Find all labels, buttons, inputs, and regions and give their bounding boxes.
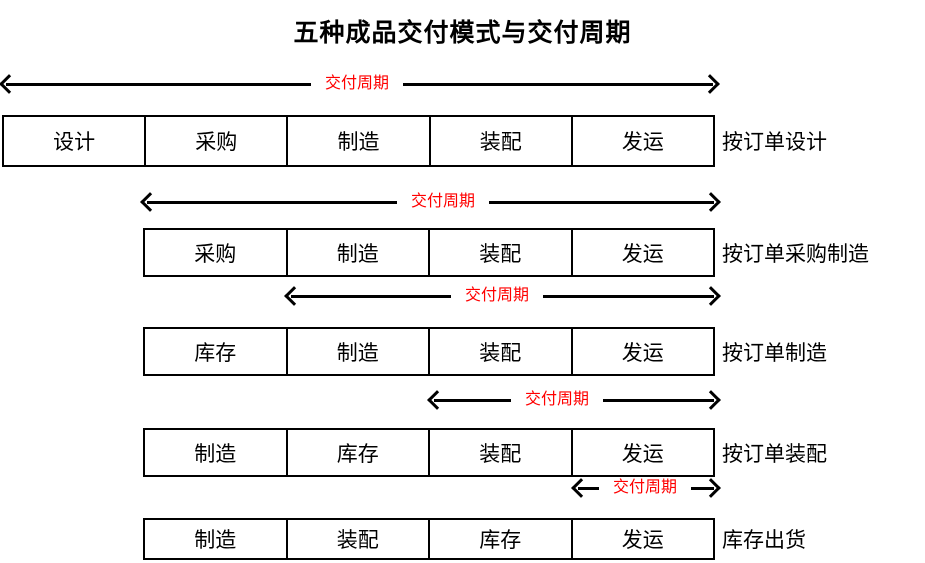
arrow-line	[403, 82, 713, 86]
process-cell: 发运	[621, 241, 664, 266]
mode-label-row2: 按订单采购制造	[722, 241, 869, 266]
process-cell: 采购	[146, 117, 289, 165]
cycle-label: 交付周期	[410, 193, 475, 210]
cycle-label: 交付周期	[465, 287, 530, 304]
process-cell: 装配	[431, 117, 573, 165]
arrow-left-head-icon	[0, 74, 19, 94]
process-cell: 制造	[288, 117, 431, 165]
process-row-4: 制造 库存 装配 发运	[143, 428, 715, 477]
arrow-right-head-icon	[701, 286, 721, 306]
process-cell: 制造	[145, 430, 288, 475]
process-cell: 制造	[288, 329, 430, 374]
mode-label-row5: 库存出货	[722, 528, 806, 552]
process-cell: 库存	[430, 520, 573, 558]
mode-label-row3: 按订单制造	[722, 340, 827, 365]
cycle-arrow-row1: 交付周期	[0, 71, 720, 97]
cycle-arrow-row3: 交付周期	[284, 283, 721, 309]
arrow-line	[691, 486, 714, 490]
process-cell: 采购	[145, 230, 288, 275]
arrow-line	[578, 486, 599, 490]
process-cell: 装配	[430, 230, 573, 275]
arrow-right-head-icon	[701, 390, 721, 410]
mode-label-row4: 按订单装配	[722, 441, 827, 466]
process-cell: 库存	[145, 329, 288, 374]
process-cell: 装配	[288, 520, 430, 558]
process-cell: 库存	[288, 430, 430, 475]
cycle-arrow-row4: 交付周期	[427, 387, 721, 413]
arrow-line	[291, 294, 451, 298]
cycle-label: 交付周期	[525, 391, 590, 408]
process-row-5: 制造 装配 库存 发运	[143, 518, 715, 560]
process-cell: 制造	[145, 520, 288, 558]
arrow-line	[603, 398, 714, 402]
process-cell: 装配	[430, 329, 573, 374]
process-row-2: 采购 制造 装配 发运	[143, 228, 715, 277]
arrow-line	[6, 82, 311, 86]
arrow-left-head-icon	[284, 286, 304, 306]
cycle-arrow-row2: 交付周期	[140, 189, 721, 215]
arrow-right-head-icon	[700, 74, 720, 94]
arrow-line	[489, 200, 714, 204]
arrow-right-head-icon	[701, 478, 721, 498]
arrow-line	[147, 200, 397, 204]
process-cell: 制造	[288, 230, 430, 275]
process-cell: 发运	[621, 528, 664, 552]
process-cell: 装配	[430, 430, 573, 475]
process-cell: 发运	[621, 340, 664, 365]
process-row-1: 设计 采购 制造 装配 发运	[2, 115, 715, 167]
cycle-arrow-row5: 交付周期	[571, 475, 721, 501]
process-cell: 发运	[621, 441, 664, 466]
arrow-line	[543, 294, 714, 298]
arrow-left-head-icon	[140, 192, 160, 212]
arrow-left-head-icon	[571, 478, 591, 498]
arrow-right-head-icon	[701, 192, 721, 212]
arrow-left-head-icon	[427, 390, 447, 410]
diagram-title: 五种成品交付模式与交付周期	[293, 20, 632, 47]
arrow-line	[434, 398, 511, 402]
process-row-3: 库存 制造 装配 发运	[143, 327, 715, 376]
cycle-label: 交付周期	[613, 479, 678, 496]
process-cell: 发运	[621, 130, 664, 154]
cycle-label: 交付周期	[325, 75, 390, 92]
mode-label-row1: 按订单设计	[722, 130, 827, 154]
process-cell: 设计	[4, 117, 147, 165]
